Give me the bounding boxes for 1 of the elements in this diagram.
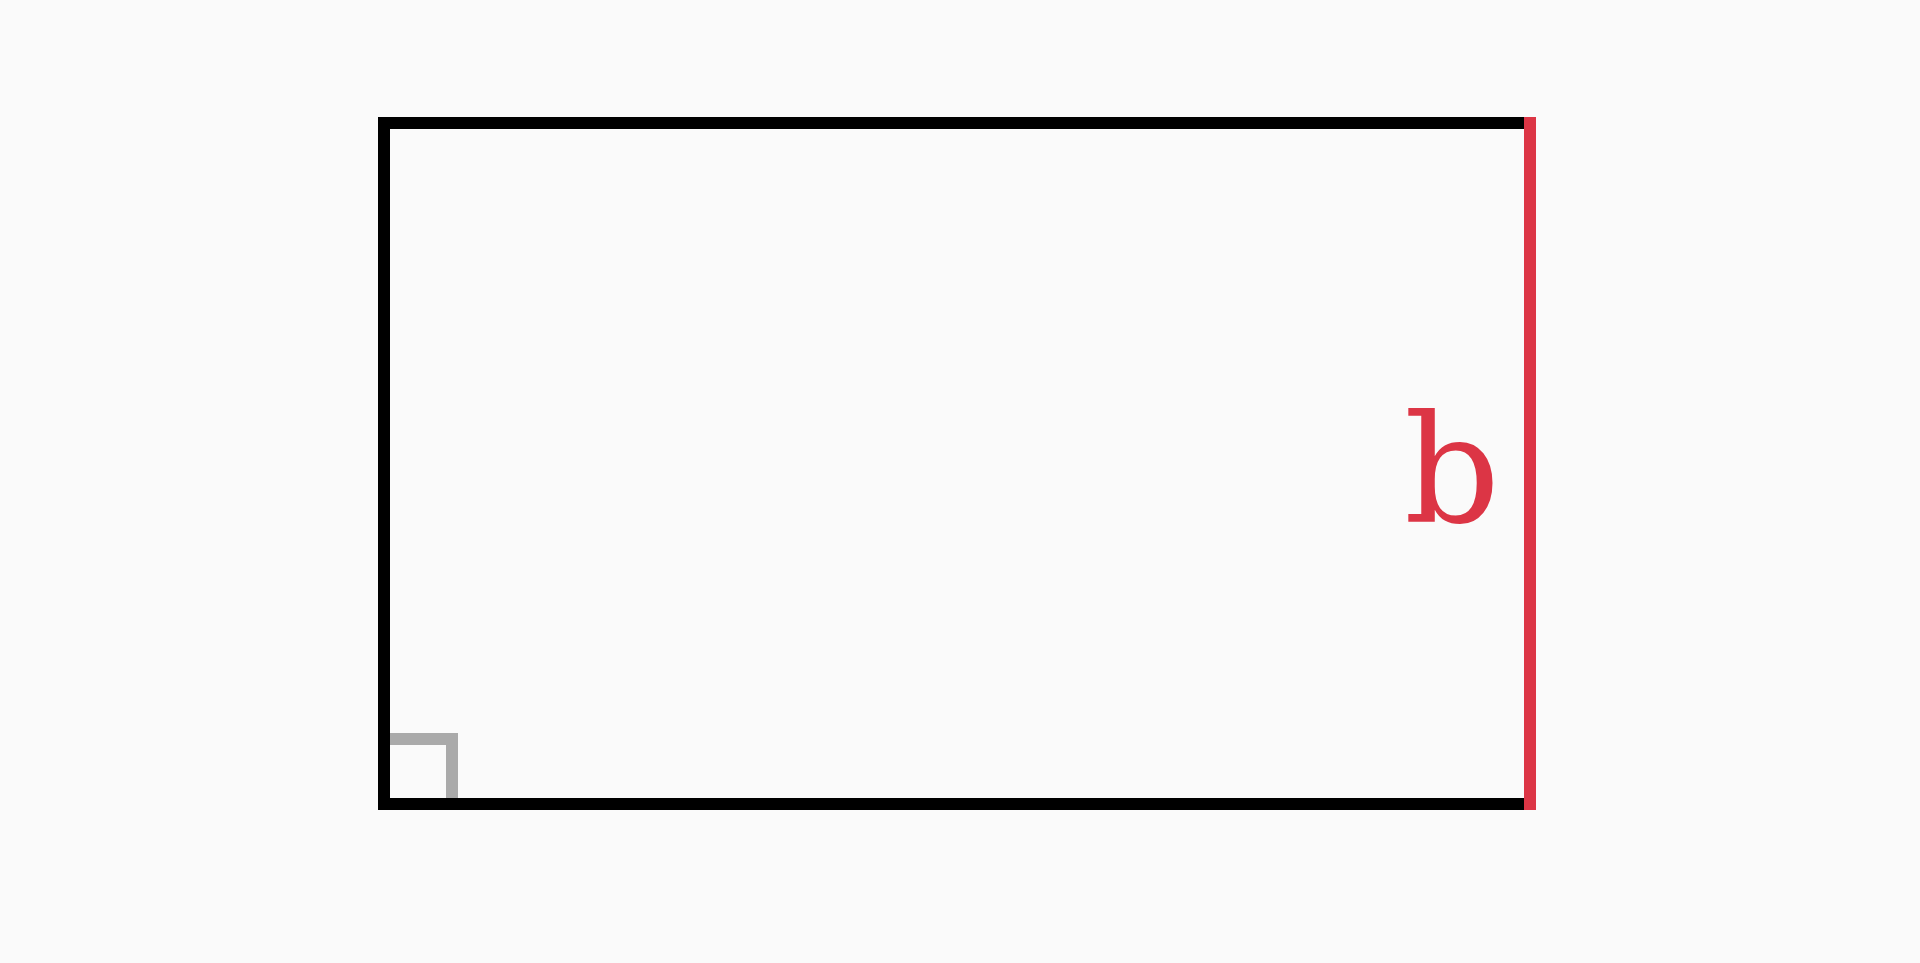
side-label: b — [1403, 395, 1500, 545]
